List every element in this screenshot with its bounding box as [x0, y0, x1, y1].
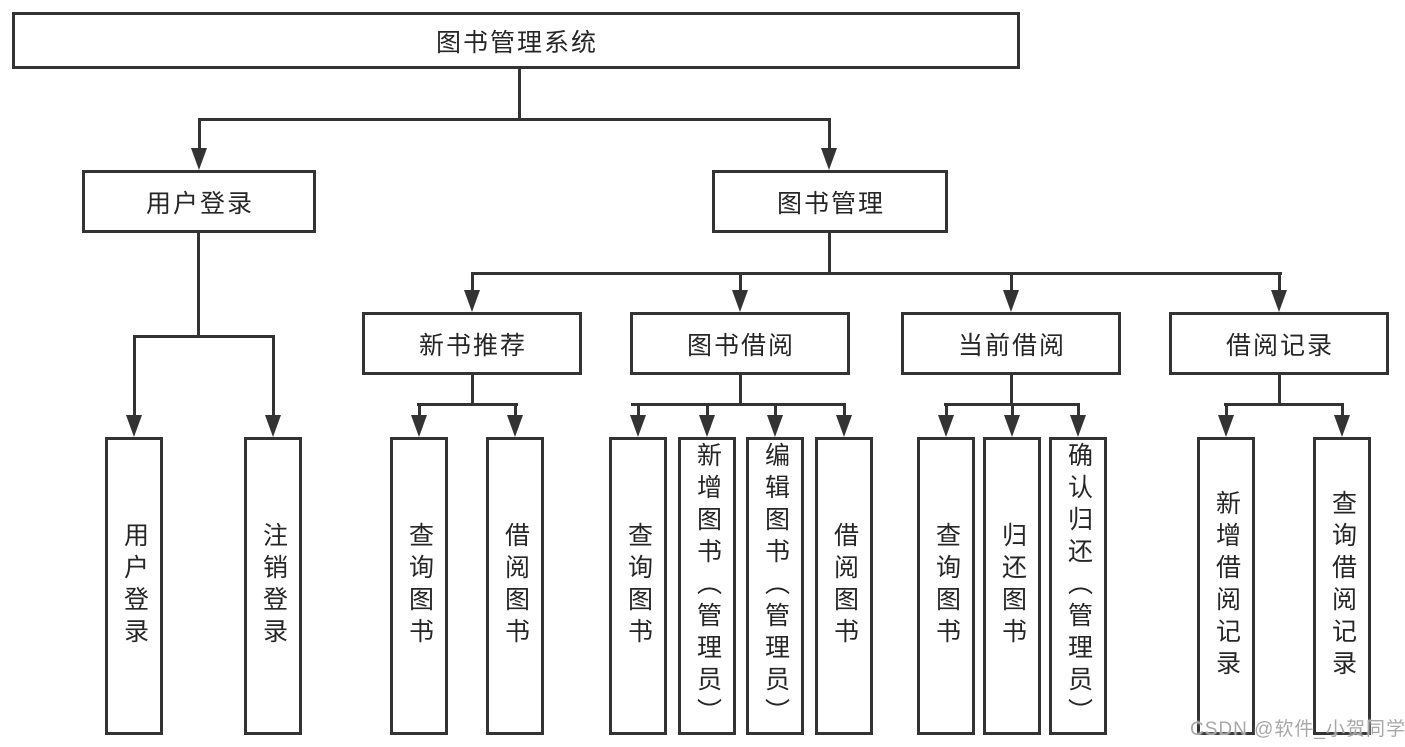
- node-current-borrow: 当前借阅: [901, 312, 1121, 375]
- node-user-login-label: 用户登录: [145, 189, 254, 218]
- node-leaf-add-borrow-record-label: 新增借阅记录: [1212, 490, 1241, 682]
- edge-root-stem: [518, 69, 521, 121]
- edge-user-login-stem: [197, 233, 200, 337]
- node-borrow-records-label: 借阅记录: [1225, 331, 1334, 360]
- node-book-borrow-label: 图书借阅: [686, 331, 795, 360]
- node-leaf-add-borrow-record: 新增借阅记录: [1197, 437, 1255, 735]
- arrowhead-down: [411, 415, 427, 437]
- edge-stub: [1341, 403, 1344, 417]
- node-leaf-borrow-books-label: 借阅图书: [830, 522, 859, 650]
- arrowhead-user-login: [191, 148, 207, 170]
- arrowhead-new-book: [464, 290, 480, 312]
- node-leaf-query-books-borrow-label: 查询图书: [624, 522, 653, 650]
- arrowhead-book-borrow: [732, 290, 748, 312]
- edge-borrow-records-stem: [1278, 375, 1281, 405]
- edge-book-borrow-bar: [631, 403, 846, 406]
- node-book-management-label: 图书管理: [776, 189, 885, 218]
- node-leaf-borrow-books-recommend: 借阅图书: [486, 437, 544, 735]
- arrowhead-leaf-login: [126, 415, 142, 437]
- node-leaf-logout-label: 注销登录: [259, 522, 288, 650]
- node-leaf-borrow-books-recommend-label: 借阅图书: [501, 522, 530, 650]
- edge-stub-borrow-records: [1278, 272, 1281, 292]
- node-leaf-confirm-return-admin: 确认归还（管理员）: [1049, 437, 1107, 735]
- node-user-login: 用户登录: [82, 170, 316, 233]
- node-leaf-query-books-borrow: 查询图书: [609, 437, 667, 735]
- edge-stub-user-login: [198, 118, 201, 151]
- node-leaf-return-books: 归还图书: [983, 437, 1041, 735]
- csdn-watermark: CSDN @软件_小贺同学: [1190, 719, 1405, 740]
- edge-stub: [945, 403, 948, 417]
- edge-stub: [418, 403, 421, 417]
- node-leaf-add-books-admin: 新增图书（管理员）: [678, 437, 736, 735]
- node-leaf-query-books-current-label: 查询图书: [932, 522, 961, 650]
- node-leaf-borrow-books: 借阅图书: [815, 437, 873, 735]
- node-new-book-recommend-label: 新书推荐: [418, 331, 527, 360]
- arrowhead-borrow-records: [1271, 290, 1287, 312]
- arrowhead-current-borrow: [1003, 290, 1019, 312]
- arrowhead-down: [1004, 415, 1020, 437]
- arrowhead-down: [630, 415, 646, 437]
- node-leaf-query-books-current: 查询图书: [917, 437, 975, 735]
- edge-book-management-stem: [828, 233, 831, 274]
- arrowhead-down: [1070, 415, 1086, 437]
- node-leaf-user-login-label: 用户登录: [120, 522, 149, 650]
- edge-stub: [1225, 403, 1228, 417]
- node-book-management: 图书管理: [712, 170, 948, 233]
- edge-new-book-stem: [471, 375, 474, 405]
- arrowhead-down: [507, 415, 523, 437]
- edge-book-borrow-stem: [739, 375, 742, 405]
- arrowhead-book-management: [821, 148, 837, 170]
- edge-stub-leaf-logout: [272, 335, 275, 417]
- edge-root-hline: [198, 118, 831, 121]
- edge-borrow-records-bar: [1224, 403, 1344, 406]
- node-leaf-query-borrow-record: 查询借阅记录: [1313, 437, 1371, 735]
- edge-book-management-bar: [471, 272, 1282, 275]
- node-root: 图书管理系统: [12, 12, 1020, 69]
- arrowhead-down: [1334, 415, 1350, 437]
- arrowhead-down: [1218, 415, 1234, 437]
- arrowhead-down: [767, 415, 783, 437]
- edge-stub-current-borrow: [1010, 272, 1013, 292]
- edge-stub: [1011, 403, 1014, 417]
- node-leaf-add-books-admin-label: 新增图书（管理员）: [693, 442, 722, 730]
- edge-user-login-bar: [133, 335, 275, 338]
- arrowhead-down: [699, 415, 715, 437]
- edge-stub-leaf-login: [133, 335, 136, 417]
- node-leaf-logout: 注销登录: [244, 437, 302, 735]
- node-borrow-records: 借阅记录: [1169, 312, 1389, 375]
- node-current-borrow-label: 当前借阅: [957, 331, 1066, 360]
- edge-stub-book-management: [828, 118, 831, 151]
- edge-stub: [706, 403, 709, 417]
- edge-stub-book-borrow: [739, 272, 742, 292]
- node-leaf-query-books-recommend: 查询图书: [390, 437, 448, 735]
- node-leaf-query-borrow-record-label: 查询借阅记录: [1328, 490, 1357, 682]
- node-leaf-return-books-label: 归还图书: [998, 522, 1027, 650]
- edge-stub: [1077, 403, 1080, 417]
- node-book-borrow: 图书借阅: [630, 312, 850, 375]
- edge-stub: [514, 403, 517, 417]
- node-leaf-query-books-recommend-label: 查询图书: [405, 522, 434, 650]
- arrowhead-down: [836, 415, 852, 437]
- node-leaf-user-login: 用户登录: [105, 437, 163, 735]
- node-leaf-edit-books-admin-label: 编辑图书（管理员）: [761, 442, 790, 730]
- edge-stub: [637, 403, 640, 417]
- arrowhead-leaf-logout: [265, 415, 281, 437]
- node-root-label: 图书管理系统: [435, 28, 598, 57]
- arrowhead-down: [938, 415, 954, 437]
- edge-new-book-bar: [417, 403, 518, 406]
- node-new-book-recommend: 新书推荐: [362, 312, 582, 375]
- edge-current-borrow-stem: [1010, 375, 1013, 405]
- edge-stub: [774, 403, 777, 417]
- node-leaf-edit-books-admin: 编辑图书（管理员）: [746, 437, 804, 735]
- edge-stub-new-book: [471, 272, 474, 292]
- edge-stub: [843, 403, 846, 417]
- node-leaf-confirm-return-admin-label: 确认归还（管理员）: [1064, 442, 1093, 730]
